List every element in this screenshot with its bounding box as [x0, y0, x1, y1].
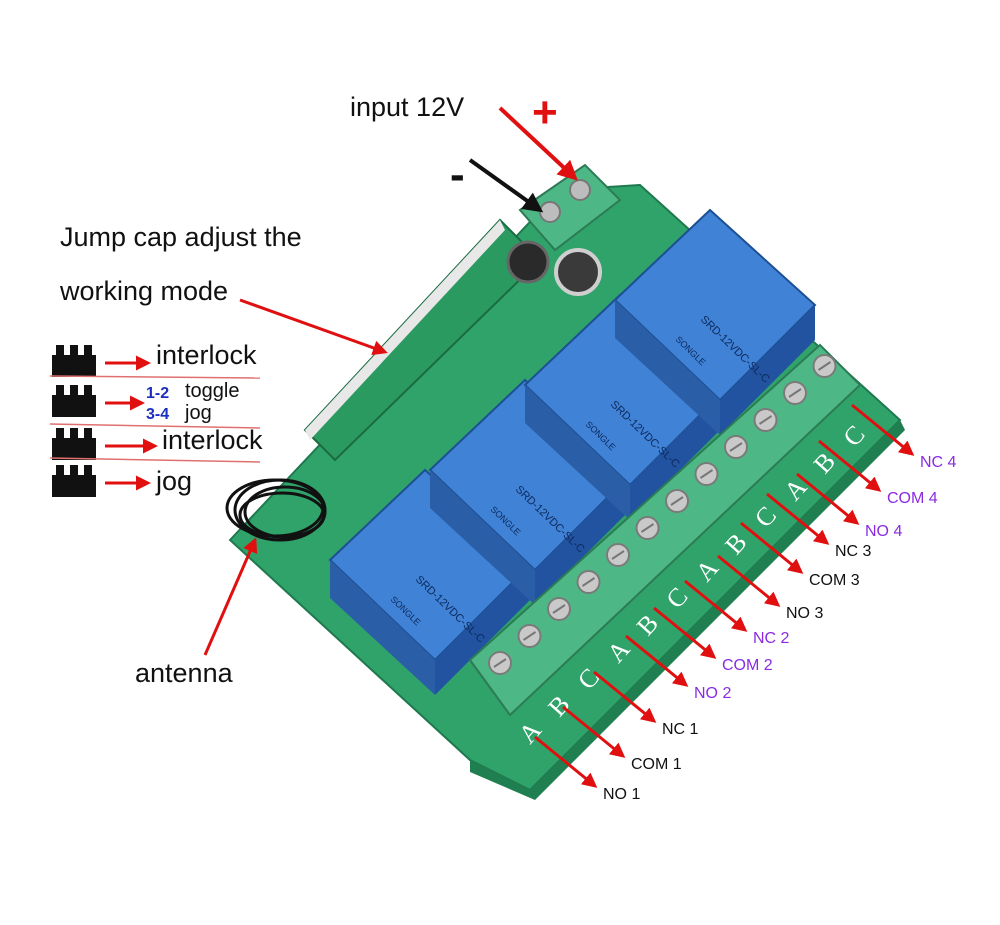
output-label-nc-1: NC 1 [662, 721, 699, 738]
output-arrow [796, 472, 860, 525]
receiver-module-top [305, 220, 505, 440]
antenna-label: antenna [135, 658, 233, 688]
screw-slot [522, 631, 537, 641]
relay-side [615, 300, 720, 435]
output-arrow [717, 554, 781, 607]
output-label-nc-3: NC 3 [835, 543, 872, 560]
relay-front [535, 475, 630, 605]
output-label-nc-2: NC 2 [753, 630, 790, 647]
screw-slot [817, 361, 832, 371]
screw-slot [640, 523, 655, 533]
mode-label-interlock-1: interlock [156, 340, 257, 370]
output-label-no-3: NO 3 [786, 605, 824, 622]
jumper-cap-icon [52, 385, 96, 417]
output-terminal-strip [468, 343, 862, 717]
minus-arrow [468, 158, 544, 213]
power-screw-minus [539, 201, 561, 223]
output-label-com-3: COM 3 [809, 572, 860, 589]
screw-slot [493, 658, 507, 668]
mode-label-jog-2: jog [156, 466, 193, 496]
output-label-no-2: NO 2 [694, 685, 732, 702]
output-arrow [684, 579, 748, 632]
output-label-no-4: NO 4 [865, 523, 903, 540]
output-arrow [851, 403, 915, 456]
mode-label-toggle: toggle [185, 380, 240, 402]
jumper-title-line1: Jump cap adjust the [60, 222, 302, 252]
screw-slot [670, 496, 684, 506]
antenna-coil [225, 478, 327, 542]
output-label-com-2: COM 2 [722, 657, 773, 674]
capacitor-1 [506, 240, 550, 284]
power-title: input 12V [350, 92, 465, 122]
output-label-nc-4: NC 4 [920, 454, 957, 471]
jumper-cap-icon [52, 428, 96, 460]
mode-label-jog-1: jog [185, 402, 212, 424]
output-arrow [818, 439, 882, 492]
antenna-arrow [203, 537, 258, 656]
mode-separator-2 [49, 423, 261, 429]
output-label-com-1: COM 1 [631, 756, 682, 773]
output-arrow [653, 606, 717, 659]
terminal-screws [488, 354, 837, 675]
output-arrow [625, 634, 689, 687]
screw-slot [552, 604, 566, 614]
power-screw-plus [569, 179, 591, 201]
screw-slot [699, 469, 714, 479]
relay-front [435, 565, 530, 695]
relays: SRD-12VDC-SL-CSONGLESRD-12VDC-SL-CSONGLE… [328, 208, 817, 695]
screw-slot [611, 550, 625, 560]
screw-slot [758, 415, 773, 425]
relay-front [720, 305, 815, 435]
mode-separator-1 [49, 375, 261, 379]
jumper-cap-icon [52, 345, 96, 377]
mode-pin-1-2: 1-2 [146, 385, 170, 402]
jumper-cap-icon [52, 465, 96, 497]
output-arrow [593, 670, 657, 723]
output-arrow [766, 492, 830, 545]
output-label-com-4: COM 4 [887, 490, 938, 507]
relay-side [525, 385, 630, 520]
mode-separator-3 [49, 457, 261, 463]
plus-sign: + [532, 88, 558, 137]
minus-sign: - [450, 150, 465, 199]
mode-pin-3-4: 3-4 [146, 406, 170, 423]
relay-front [630, 390, 725, 520]
output-arrow [534, 735, 598, 788]
capacitor-2 [554, 248, 602, 296]
plus-arrow [498, 106, 578, 181]
output-label-no-1: NO 1 [603, 786, 641, 803]
relay-side [330, 560, 435, 695]
output-arrow [740, 521, 804, 574]
mode-label-interlock-2: interlock [162, 425, 263, 455]
jumper-title-line2: working mode [60, 276, 229, 306]
screw-slot [581, 577, 596, 587]
output-arrow [562, 705, 626, 758]
output-arrows [534, 403, 915, 788]
screw-slot [729, 442, 743, 452]
jumper-arrow [239, 298, 388, 356]
relay-side [430, 470, 535, 605]
jumper-icons [52, 345, 96, 497]
screw-slot [788, 388, 802, 398]
